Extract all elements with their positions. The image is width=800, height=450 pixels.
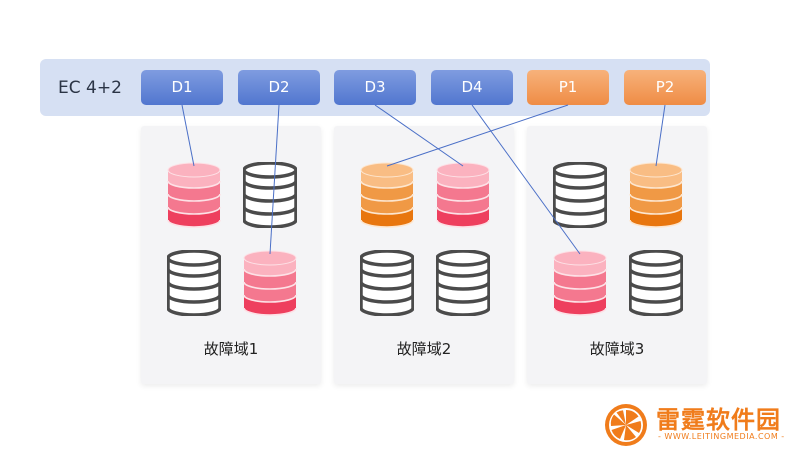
domain-2-disk-4: [436, 250, 490, 316]
block-d4: D4: [431, 70, 513, 105]
domain-1-disk-3: [167, 250, 221, 316]
domain-1-disk-4: [243, 250, 297, 316]
block-p2: P2: [624, 70, 706, 105]
fault-domain-3-label: 故障域3: [589, 340, 645, 358]
domain-3-disk-4: [629, 250, 683, 316]
domain-2-disk-2: [436, 162, 490, 228]
domain-3-disk-2: [629, 162, 683, 228]
domain-3-disk-3: [553, 250, 607, 316]
ec-title: EC 4+2: [58, 78, 122, 98]
brand-logo: 雷霆软件园 - WWW.LEITINGMEDIA.COM -: [602, 402, 798, 448]
block-d3: D3: [334, 70, 416, 105]
domain-3-disk-1: [553, 162, 607, 228]
block-d2: D2: [238, 70, 320, 105]
block-d1: D1: [141, 70, 223, 105]
brand-url: - WWW.LEITINGMEDIA.COM -: [658, 432, 785, 441]
domain-1-disk-2: [243, 162, 297, 228]
block-p1: P1: [527, 70, 609, 105]
domain-2-disk-1: [360, 162, 414, 228]
orange-slice-icon: [605, 404, 647, 446]
brand-name: 雷霆软件园: [656, 406, 781, 434]
fault-domain-2-label: 故障域2: [396, 340, 452, 358]
fault-domain-1-label: 故障域1: [203, 340, 259, 358]
domain-1-disk-1: [167, 162, 221, 228]
domain-2-disk-3: [360, 250, 414, 316]
